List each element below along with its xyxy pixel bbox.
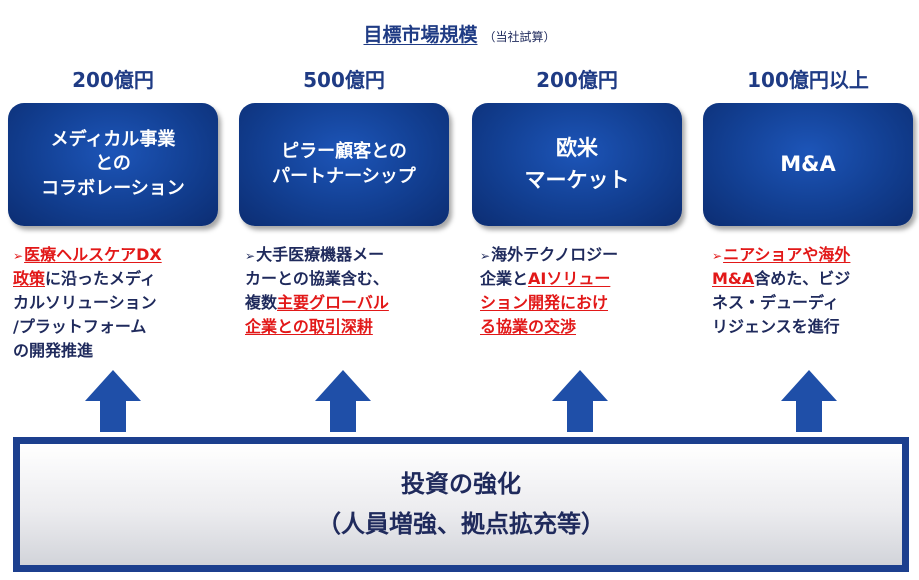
highlight-text: ション開発におけ xyxy=(480,293,609,312)
description-text: ネス・デューディ xyxy=(712,293,839,312)
initiative-box-label-3: 欧米 マーケット xyxy=(524,136,630,192)
description-line: リジェンスを進行 xyxy=(712,315,917,339)
description-line: 政策に沿ったメディ xyxy=(13,267,218,291)
description-text: の開発推進 xyxy=(13,341,94,360)
title-note: （当社試算） xyxy=(483,30,556,44)
description-line: ション開発におけ xyxy=(480,291,685,315)
highlight-text: 政策 xyxy=(13,269,46,288)
market-size-3: 200億円 xyxy=(536,68,618,92)
description-text: カーとの協業含む、 xyxy=(245,269,389,288)
up-arrow-icon xyxy=(781,370,837,432)
initiative-box-4: M&A xyxy=(703,103,913,226)
description-text: /プラットフォーム xyxy=(13,317,147,336)
description-line: 企業とAIソリュー xyxy=(480,267,685,291)
description-line: の開発推進 xyxy=(13,339,218,363)
foundation-subtitle: （人員増強、拠点拡充等） xyxy=(317,509,605,538)
up-arrow-icon xyxy=(552,370,608,432)
description-line: /プラットフォーム xyxy=(13,315,218,339)
initiative-box-label-1: メディカル事業 との コラボレーション xyxy=(41,129,185,199)
description-line: る協業の交渉 xyxy=(480,315,685,339)
description-text: 海外テクノロジー xyxy=(491,245,619,264)
market-size-2: 500億円 xyxy=(303,68,385,92)
market-size-1: 200億円 xyxy=(72,68,154,92)
description-text: カルソリューション xyxy=(13,293,157,312)
up-arrow-icon xyxy=(85,370,141,432)
description-line: ネス・デューディ xyxy=(712,291,917,315)
initiative-box-label-2: ピラー顧客との パートナーシップ xyxy=(272,141,416,187)
description-line: ➢大手医療機器メー xyxy=(245,243,450,267)
highlight-text: ニアショアや海外 xyxy=(723,245,851,264)
description-text: 大手医療機器メー xyxy=(256,245,385,264)
description-line: 企業との取引深耕 xyxy=(245,315,450,339)
description-line: ➢海外テクノロジー xyxy=(480,243,685,267)
triangle-bullet-icon: ➢ xyxy=(712,249,723,263)
triangle-bullet-icon: ➢ xyxy=(13,249,24,263)
investment-foundation-box: 投資の強化 （人員増強、拠点拡充等） xyxy=(13,437,909,572)
description-line: 複数主要グローバル xyxy=(245,291,450,315)
foundation-title: 投資の強化 xyxy=(401,469,521,498)
description-text: 企業と xyxy=(480,269,529,288)
triangle-bullet-icon: ➢ xyxy=(245,249,256,263)
highlight-text: 医療ヘルスケアDX xyxy=(24,245,162,264)
description-line: M&A含めた、ビジ xyxy=(712,267,917,291)
description-line: カーとの協業含む、 xyxy=(245,267,450,291)
description-2: ➢大手医療機器メーカーとの協業含む、複数主要グローバル企業との取引深耕 xyxy=(245,243,450,339)
initiative-box-label-4: M&A xyxy=(780,151,836,176)
title-main: 目標市場規模 xyxy=(363,24,478,46)
up-arrow-icon xyxy=(315,370,371,432)
description-text: 複数 xyxy=(245,293,278,312)
description-line: ➢ニアショアや海外 xyxy=(712,243,917,267)
highlight-text: M&A xyxy=(712,269,755,288)
diagram-title: 目標市場規模 （当社試算） xyxy=(0,20,919,47)
highlight-text: る協業の交渉 xyxy=(480,317,577,336)
highlight-text: 主要グローバル xyxy=(277,293,389,312)
highlight-text: AIソリュー xyxy=(528,269,611,288)
initiative-box-2: ピラー顧客との パートナーシップ xyxy=(239,103,449,226)
description-text: 含めた、ビジ xyxy=(754,269,851,288)
highlight-text: 企業との取引深耕 xyxy=(245,317,373,336)
description-text: に沿ったメディ xyxy=(45,269,156,288)
description-text: リジェンスを進行 xyxy=(712,317,840,336)
description-3: ➢海外テクノロジー企業とAIソリューション開発における協業の交渉 xyxy=(480,243,685,339)
description-line: カルソリューション xyxy=(13,291,218,315)
initiative-box-1: メディカル事業 との コラボレーション xyxy=(8,103,218,226)
triangle-bullet-icon: ➢ xyxy=(480,249,491,263)
initiative-box-3: 欧米 マーケット xyxy=(472,103,682,226)
description-line: ➢医療ヘルスケアDX xyxy=(13,243,218,267)
market-size-4: 100億円以上 xyxy=(747,68,869,92)
